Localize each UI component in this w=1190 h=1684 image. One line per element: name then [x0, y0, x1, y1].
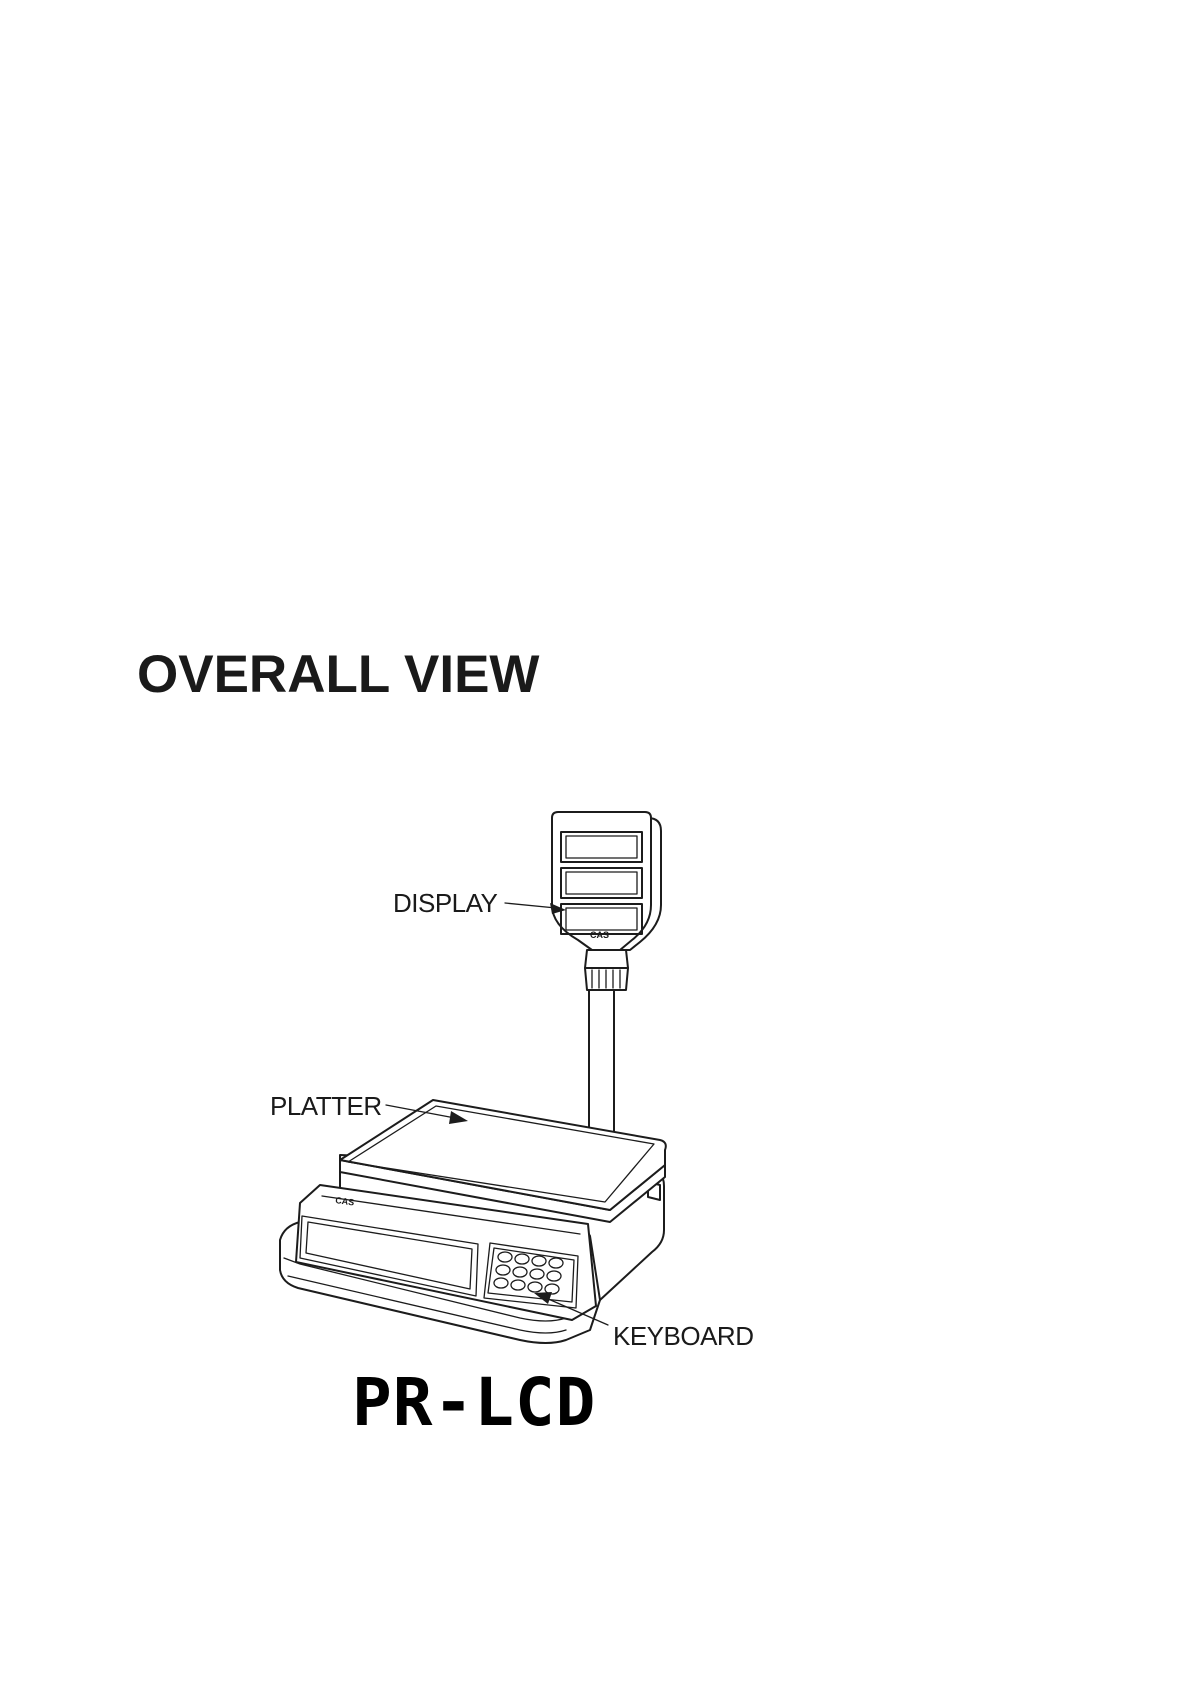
keyboard-label: KEYBOARD: [613, 1323, 754, 1349]
platter-label: PLATTER: [270, 1093, 382, 1119]
display-head: [552, 812, 661, 990]
display-brand-mark: CAS: [590, 930, 609, 940]
display-pole: [589, 990, 614, 1133]
model-name: PR-LCD: [352, 1370, 596, 1436]
display-label: DISPLAY: [393, 890, 497, 916]
